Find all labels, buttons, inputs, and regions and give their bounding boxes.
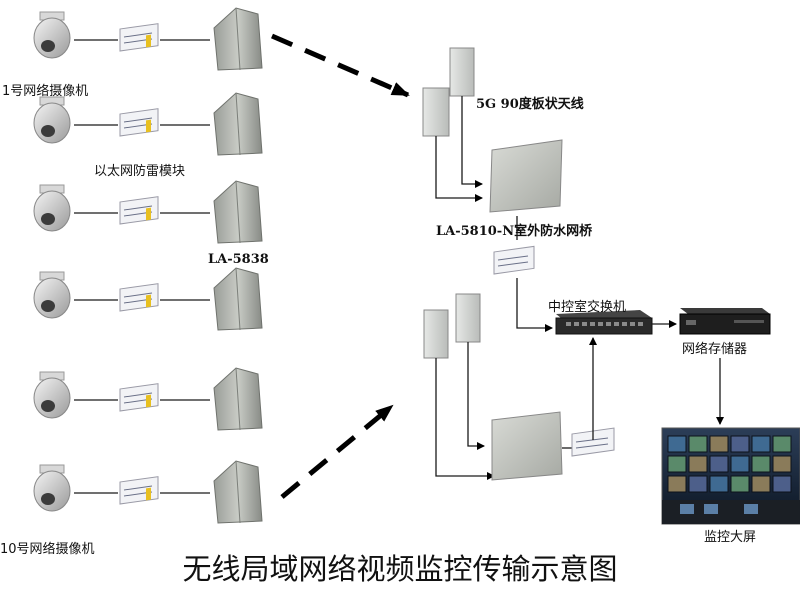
cpe-antenna [213,367,263,431]
antenna-upper-right [449,47,475,97]
cpe-antenna [213,180,263,244]
surge-protector [119,476,159,505]
diagram-title: 无线局域网络视频监控传输示意图 [182,552,618,586]
label-antenna: 5G 90度板状天线 [476,97,584,112]
camera-row [33,367,263,431]
camera-row [33,7,263,71]
dome-camera [33,464,71,512]
protector-lower [571,427,615,457]
nvr-device [679,308,771,335]
label-switch: 中控室交换机 [548,300,627,315]
wireless-link-bottom [280,404,394,499]
label-camera-first: 1号网络摄像机 [2,84,89,99]
label-protector: 以太网防雷模块 [94,164,186,179]
surge-protector [119,23,159,52]
dome-camera [33,96,71,144]
surge-protector [119,383,159,412]
antenna-upper-left [422,87,450,137]
cpe-antenna [213,7,263,71]
central-switch [555,310,653,335]
surge-protector [119,108,159,137]
camera-row [33,267,263,331]
surge-protector [119,196,159,225]
dome-camera [33,371,71,419]
camera-rows [33,7,263,524]
antenna-lower-right [455,293,481,343]
cpe-antenna [213,460,263,524]
dome-camera [33,11,71,59]
dome-camera [33,271,71,319]
label-screen: 监控大屏 [704,530,757,545]
label-cpe-model: LA-5838 [208,252,269,267]
bridge-upper [489,139,563,213]
surge-protector [119,283,159,312]
bridge-lower [491,411,563,481]
camera-row [33,92,263,156]
camera-row [33,460,263,524]
video-wall [661,427,800,525]
upper-antenna-group [422,47,563,240]
dome-camera [33,184,71,232]
label-bridge: LA-5810-N室外防水网桥 [436,224,593,239]
label-nvr: 网络存储器 [682,342,748,357]
protector-center [493,245,535,275]
camera-row [33,180,263,244]
antenna-lower-left [423,309,449,359]
label-camera-last: 10号网络摄像机 [0,542,95,557]
cpe-antenna [213,92,263,156]
cpe-antenna [213,267,263,331]
lower-antenna-group [423,293,572,481]
wireless-link-top [271,33,410,98]
